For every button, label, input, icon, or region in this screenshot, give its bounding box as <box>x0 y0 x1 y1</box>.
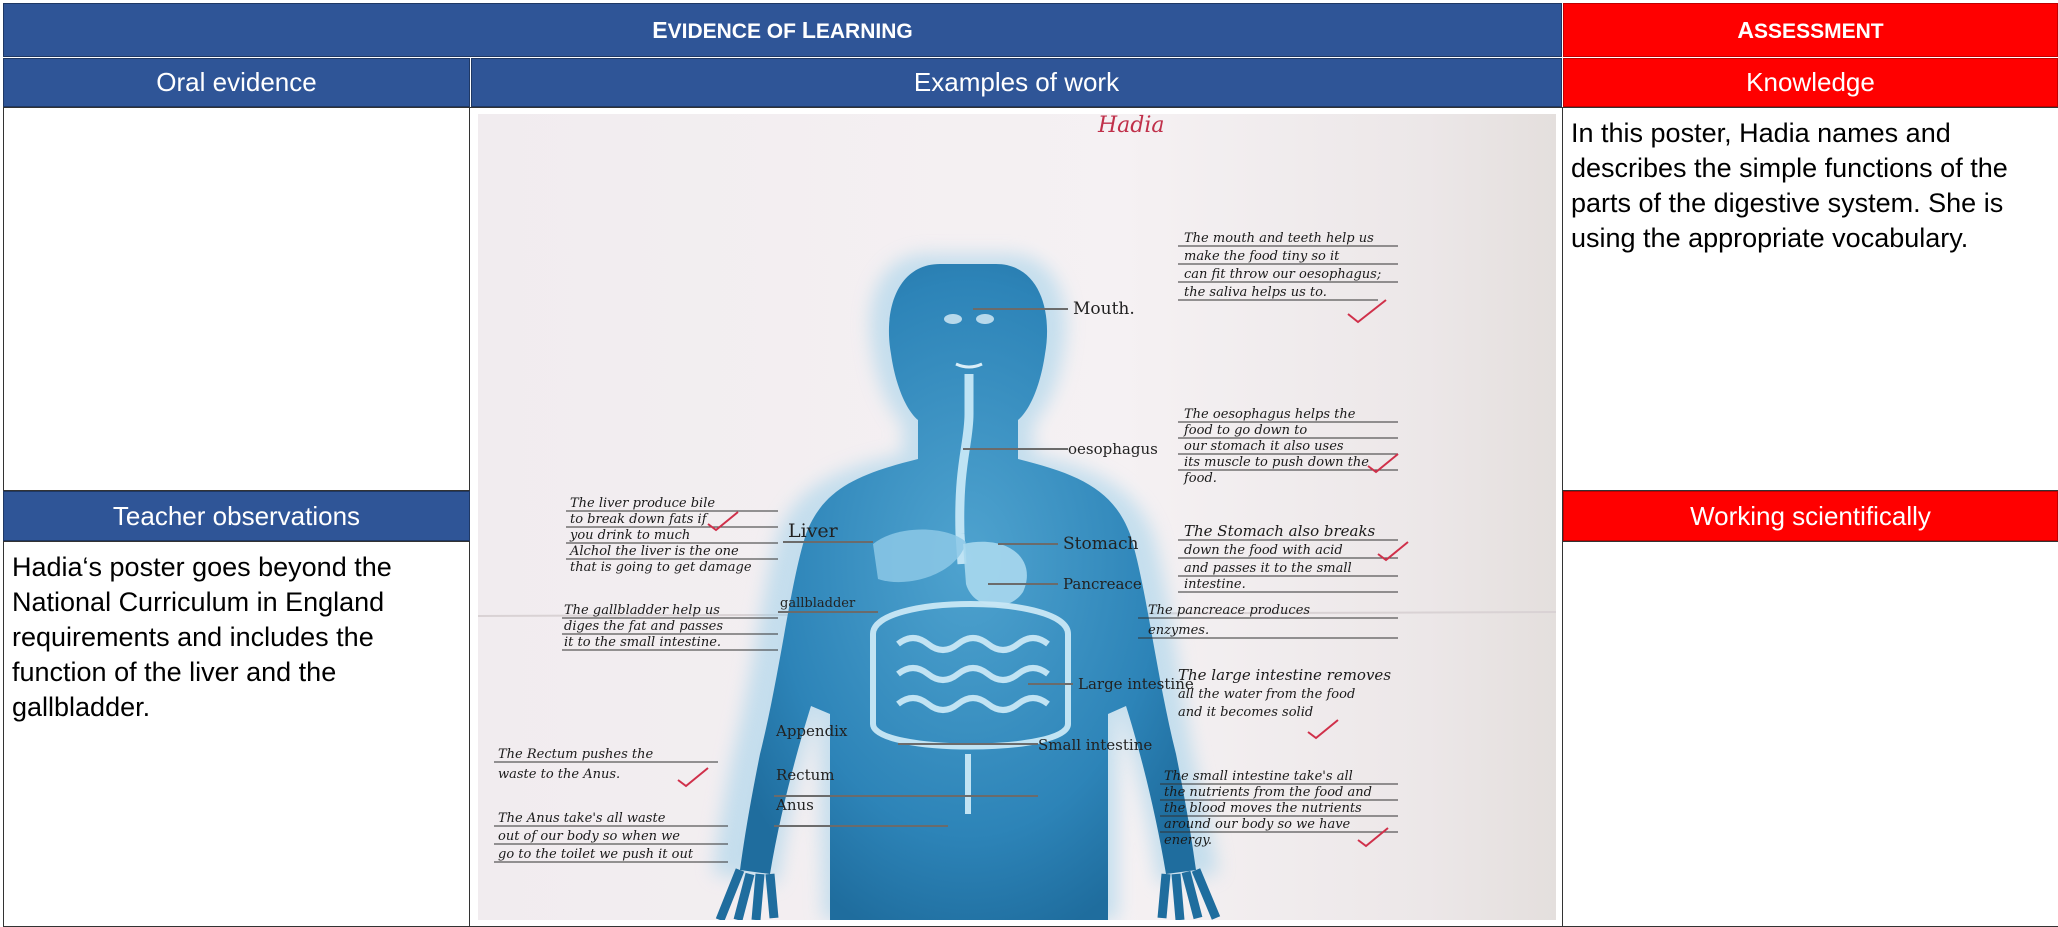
label-large-intestine: Large intestine <box>1078 675 1194 693</box>
teacher-observations-text: Hadia‘s poster goes beyond the National … <box>4 542 469 733</box>
label-stomach: Stomach <box>1063 534 1138 554</box>
label-mouth: Mouth. <box>1073 299 1135 319</box>
svg-text:and it becomes solid: and it becomes solid <box>1178 705 1313 720</box>
svg-text:and passes it to the small: and passes it to the small <box>1184 561 1352 576</box>
poster-photo: Hadia Mouth. oesophagus Stomach Pancreac… <box>478 114 1556 920</box>
working-scientifically-header: Working scientifically <box>1563 491 2058 541</box>
svg-text:enzymes.: enzymes. <box>1148 623 1209 638</box>
working-scientifically-cell <box>1562 541 2058 927</box>
svg-text:diges the fat and passes: diges the fat and passes <box>564 619 723 634</box>
svg-text:our stomach it also uses: our stomach it also uses <box>1184 439 1344 454</box>
svg-text:to break down fats if: to break down fats if <box>570 512 709 527</box>
teacher-observations-header: Teacher observations <box>3 491 470 541</box>
evidence-of-learning-header: EVIDENCE OF LEARNING <box>3 3 1562 57</box>
examples-of-work-header: Examples of work <box>471 58 1562 107</box>
svg-text:The mouth and teeth help us: The mouth and teeth help us <box>1184 231 1374 246</box>
svg-text:The Stomach also breaks: The Stomach also breaks <box>1184 522 1376 540</box>
svg-text:all the water from the food: all the water from the food <box>1178 687 1355 702</box>
svg-text:it to the small intestine.: it to the small intestine. <box>564 635 721 650</box>
svg-text:The small intestine take's all: The small intestine take's all <box>1164 769 1353 784</box>
svg-text:the nutrients from the food an: the nutrients from the food and <box>1164 785 1372 800</box>
knowledge-cell: In this poster, Hadia names and describe… <box>1562 107 2058 491</box>
svg-text:can fit throw our oesophagus;: can fit throw our oesophagus; <box>1184 267 1381 282</box>
label-gallbladder: gallbladder <box>780 596 856 611</box>
svg-text:food to go down to: food to go down to <box>1183 423 1307 438</box>
svg-text:its muscle to push down the: its muscle to push down the <box>1184 455 1369 470</box>
svg-text:The gallbladder help us: The gallbladder help us <box>564 603 720 618</box>
svg-text:intestine.: intestine. <box>1184 577 1246 592</box>
svg-text:the blood moves the nutrients: the blood moves the nutrients <box>1164 801 1362 816</box>
svg-text:The oesophagus helps the: The oesophagus helps the <box>1184 407 1356 422</box>
oral-evidence-cell <box>3 107 470 491</box>
assessment-header: ASSESSMENT <box>1563 3 2058 57</box>
label-anus: Anus <box>775 796 814 814</box>
svg-text:the saliva helps us to.: the saliva helps us to. <box>1184 285 1327 300</box>
svg-text:The large intestine removes: The large intestine removes <box>1178 666 1391 684</box>
teacher-observations-cell: Hadia‘s poster goes beyond the National … <box>3 541 470 927</box>
svg-text:down the food with acid: down the food with acid <box>1184 543 1343 558</box>
svg-text:Alchol the liver is the one: Alchol the liver is the one <box>569 544 739 559</box>
svg-text:energy.: energy. <box>1164 833 1212 848</box>
svg-text:out of our body so when we: out of our body so when we <box>498 829 680 844</box>
oral-evidence-header: Oral evidence <box>3 58 470 107</box>
svg-text:around our body so we have: around our body so we have <box>1164 817 1351 832</box>
label-oesophagus: oesophagus <box>1068 440 1158 458</box>
label-pancreas: Pancreace <box>1063 575 1142 593</box>
svg-text:make the food tiny so it: make the food tiny so it <box>1184 249 1340 264</box>
knowledge-text: In this poster, Hadia names and describe… <box>1563 108 2058 264</box>
digestive-system-poster: Hadia Mouth. oesophagus Stomach Pancreac… <box>478 114 1556 920</box>
label-small-intestine: Small intestine <box>1038 736 1152 754</box>
label-appendix: Appendix <box>775 722 848 740</box>
svg-text:go to the toilet we push it ou: go to the toilet we push it out <box>498 847 694 862</box>
svg-text:that is going to get damage: that is going to get damage <box>570 560 752 575</box>
label-rectum: Rectum <box>776 766 834 784</box>
svg-text:The Rectum pushes the: The Rectum pushes the <box>498 747 654 762</box>
svg-text:The Anus take's all waste: The Anus take's all waste <box>498 811 666 826</box>
svg-text:waste to the Anus.: waste to the Anus. <box>498 767 620 782</box>
label-liver: Liver <box>788 520 839 542</box>
svg-text:Hadia: Hadia <box>1097 114 1165 138</box>
svg-text:you drink to much: you drink to much <box>569 528 690 543</box>
svg-text:The liver produce bile: The liver produce bile <box>570 496 715 511</box>
svg-text:food.: food. <box>1183 471 1217 486</box>
knowledge-header: Knowledge <box>1563 58 2058 107</box>
svg-text:The pancreace produces: The pancreace produces <box>1148 603 1310 618</box>
